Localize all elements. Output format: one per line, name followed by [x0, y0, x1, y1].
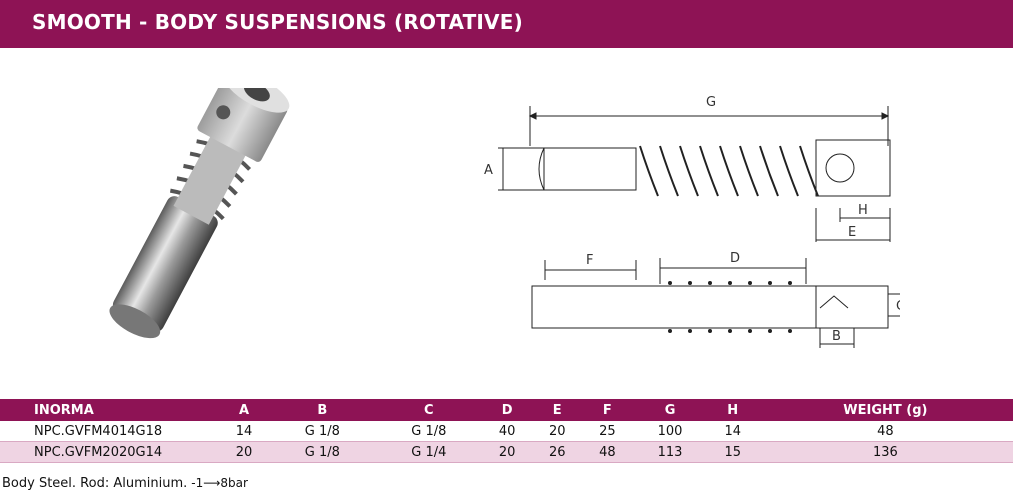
table-cell: 48 — [877, 423, 894, 439]
title-banner: SMOOTH - BODY SUSPENSIONS (ROTATIVE) — [0, 0, 1013, 48]
table-cell: 40 — [498, 423, 516, 439]
col-header: C — [424, 402, 434, 418]
table-cell: G 1/8 — [411, 423, 447, 439]
table-cell: 20 — [548, 423, 566, 439]
table-cell: 14 — [235, 423, 253, 439]
table-cell: 20 — [235, 444, 253, 460]
table-cell: NPC.GVFM2020G14 — [34, 444, 163, 460]
dim-label-c: C — [896, 299, 900, 314]
pressure-range: -1⟶8bar — [191, 476, 248, 490]
table-cell: 20 — [498, 444, 516, 460]
table-cell: 100 — [657, 423, 683, 439]
col-header: B — [317, 402, 328, 418]
table-cell: 15 — [724, 444, 741, 460]
dim-label-g: G — [706, 95, 716, 110]
table-cell: NPC.GVFM4014G18 — [34, 423, 163, 439]
col-header: E — [552, 402, 562, 418]
table-cell: G 1/8 — [304, 444, 340, 460]
table-row: NPC.GVFM2020G14 20 G 1/8 G 1/4 20 26 48 … — [0, 441, 1013, 463]
table-cell: 14 — [724, 423, 741, 439]
table-cell: 113 — [657, 444, 683, 460]
dim-label-d: D — [730, 251, 740, 266]
col-header: INORMA — [34, 402, 94, 418]
table-cell: 136 — [872, 444, 898, 460]
dim-label-a: A — [484, 163, 493, 178]
material-note-text: Body Steel. Rod: Aluminium. — [2, 476, 188, 491]
table-cell: G 1/8 — [304, 423, 340, 439]
table-row: NPC.GVFM4014G18 14 G 1/8 G 1/8 40 20 25 … — [0, 421, 1013, 442]
dim-label-f: F — [586, 253, 593, 268]
col-header: G — [664, 402, 676, 418]
material-note: Body Steel. Rod: Aluminium.-1⟶8bar — [2, 476, 248, 491]
dim-label-b: B — [832, 329, 841, 344]
table-cell: 25 — [599, 423, 616, 439]
product-photo — [109, 88, 290, 339]
col-header: A — [239, 402, 250, 418]
spec-table-header: INORMA A B C D E F G H WEIGHT (g) — [0, 399, 1013, 421]
col-header: WEIGHT (g) — [843, 402, 928, 418]
page-title: SMOOTH - BODY SUSPENSIONS (ROTATIVE) — [32, 10, 523, 34]
spec-table: INORMA A B C D E F G H WEIGHT (g) NPC.GV… — [0, 399, 1013, 463]
col-header: F — [602, 402, 612, 418]
technical-drawing: G A H E F D C B — [484, 95, 900, 348]
table-cell: 48 — [599, 444, 616, 460]
dim-label-h: H — [858, 203, 868, 218]
col-header: D — [501, 402, 513, 418]
table-cell: G 1/4 — [411, 444, 447, 460]
table-cell: 26 — [548, 444, 566, 460]
dim-label-e: E — [848, 225, 856, 240]
col-header: H — [727, 402, 739, 418]
